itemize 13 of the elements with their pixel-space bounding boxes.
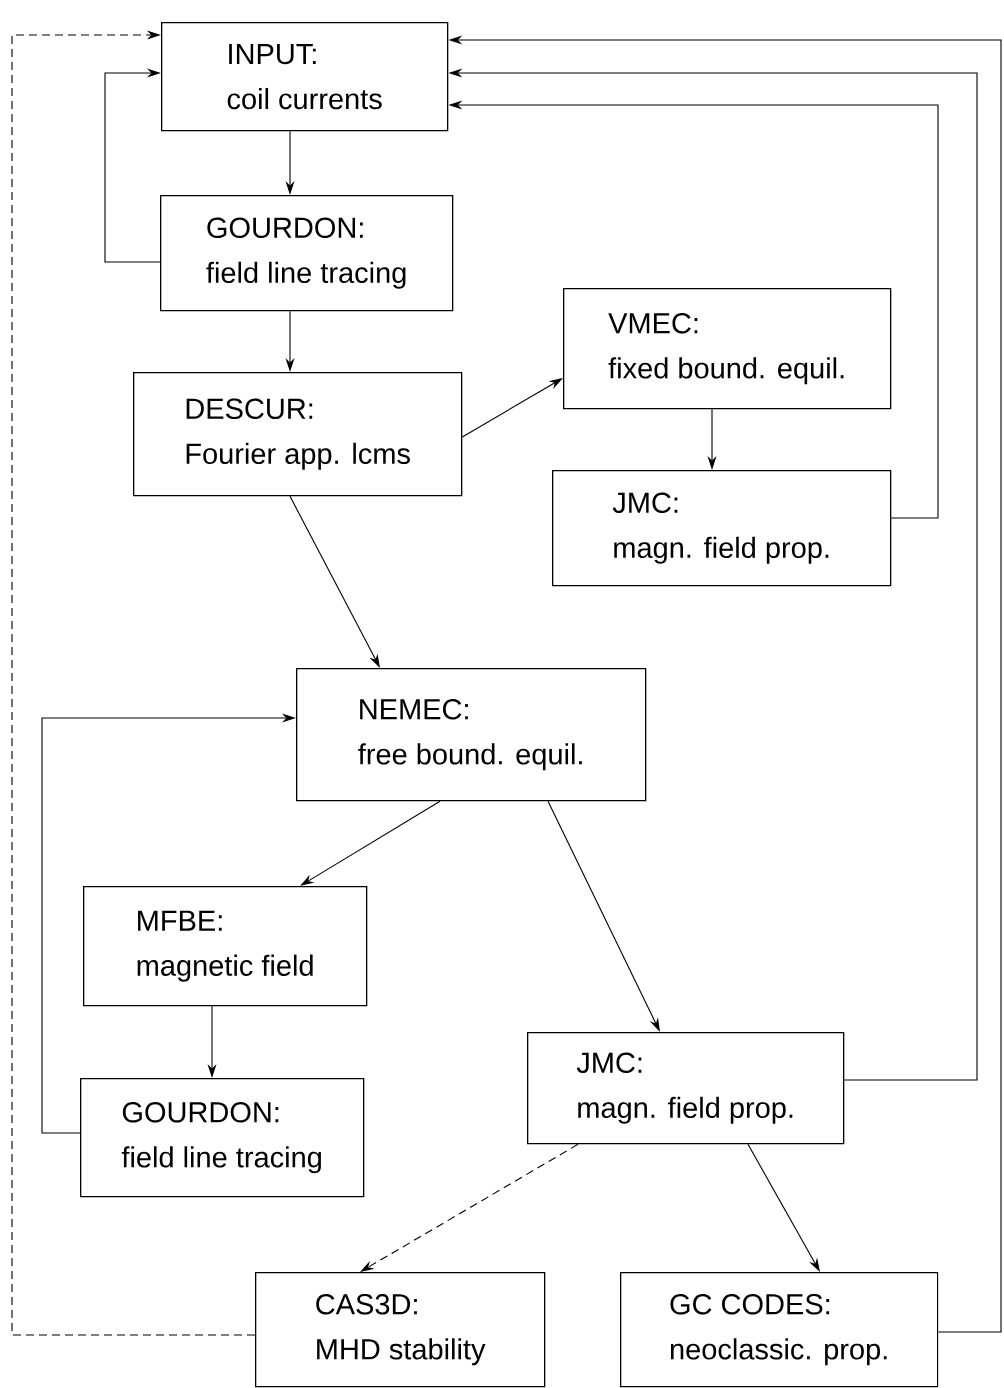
process-box: GOURDON: field line tracing [80,1078,365,1198]
process-box: MFBE: magnetic field [83,886,368,1007]
process-box: DESCUR: Fourier app. lcms [133,372,463,497]
process-box: CAS3D: MHD stability [255,1272,546,1388]
process-box: JMC: magn. field prop. [527,1032,845,1145]
arrow [11,30,256,1336]
process-box: INPUT: coil currents [161,22,449,132]
arrow [104,68,161,263]
process-box: VMEC: fixed bound. equil. [563,288,892,410]
process-box: GOURDON: field line tracing [160,195,454,312]
process-box: GC CODES: neoclassic. prop. [620,1272,939,1388]
process-box: JMC: magn. field prop. [552,470,892,587]
process-box: NEMEC: free bound. equil. [296,668,647,802]
